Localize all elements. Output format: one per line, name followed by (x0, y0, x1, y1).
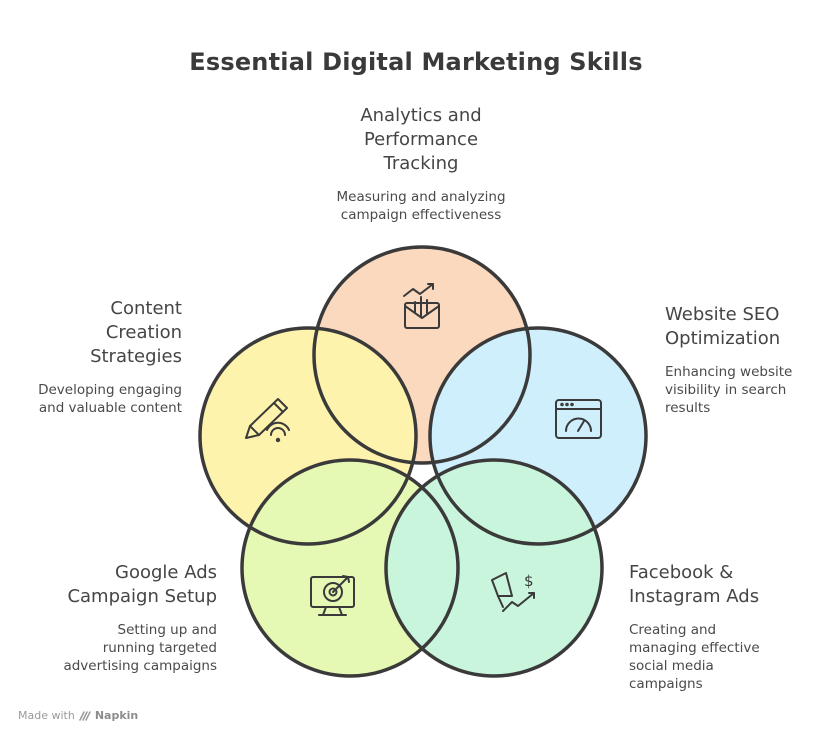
content-circle (198, 326, 418, 546)
facebook-description: Creating and managing effective social m… (629, 622, 760, 692)
footer-made-with: Made with (18, 709, 75, 722)
analytics-description: Measuring and analyzing campaign effecti… (336, 189, 506, 223)
facebook-label: Facebook & Instagram Ads Creating and ma… (629, 561, 819, 693)
facebook-circle-fill (386, 460, 602, 676)
analytics-label: Analytics and Performance Tracking Measu… (306, 104, 536, 224)
content-title: Content Creation Strategies (90, 298, 182, 367)
seo-circle (428, 326, 648, 546)
content-description: Developing engaging and valuable content (38, 382, 182, 416)
google-description: Setting up and running targeted advertis… (63, 622, 217, 674)
napkin-logo-icon (79, 710, 91, 721)
facebook-circle (384, 458, 604, 678)
megaphone-growth-icon: $ (491, 572, 535, 612)
chart-envelope-icon (403, 283, 440, 329)
google-circle (240, 458, 460, 678)
analytics-circle (312, 245, 532, 465)
facebook-title: Facebook & Instagram Ads (629, 562, 760, 607)
google-title: Google Ads Campaign Setup (67, 562, 217, 607)
browser-speedometer-icon (555, 399, 602, 439)
seo-title: Website SEO Optimization (665, 304, 781, 349)
google-label: Google Ads Campaign Setup Setting up and… (40, 561, 217, 675)
svg-text:$: $ (524, 572, 534, 590)
analytics-title: Analytics and Performance Tracking (360, 105, 482, 174)
circle-fills (200, 247, 646, 676)
footer-credit: Made with Napkin (18, 709, 138, 722)
footer-brand: Napkin (94, 709, 139, 722)
seo-description: Enhancing website visibility in search r… (665, 364, 793, 416)
diagram-title: Essential Digital Marketing Skills (189, 48, 643, 76)
content-label: Content Creation Strategies Developing e… (14, 297, 182, 417)
pencil-broadcast-icon (245, 398, 290, 443)
circle-outlines (198, 245, 648, 678)
seo-label: Website SEO Optimization Enhancing websi… (665, 303, 830, 417)
monitor-target-icon (310, 575, 355, 616)
